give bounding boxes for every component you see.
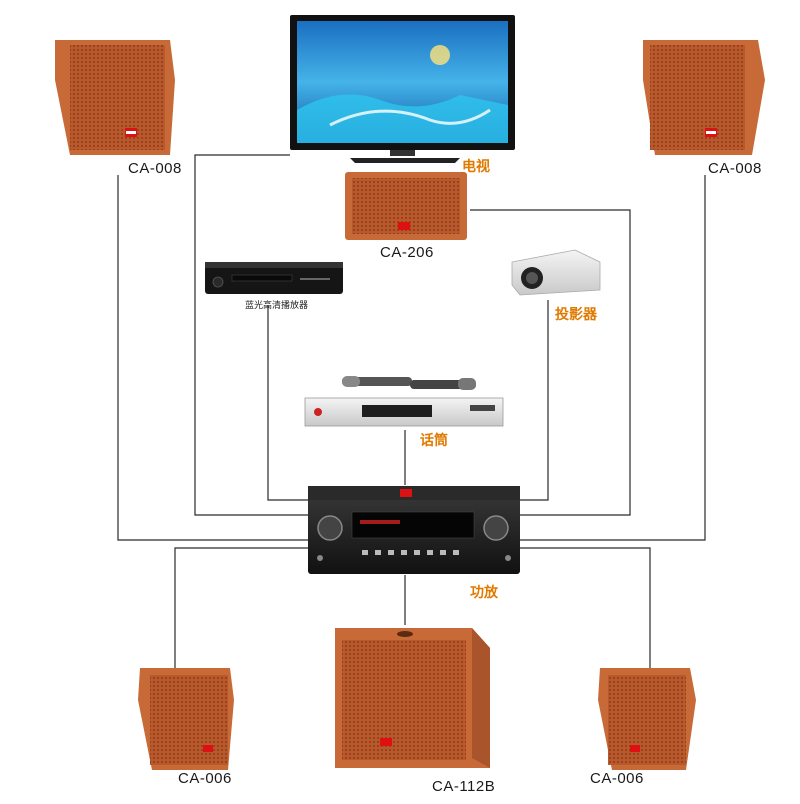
label-microphone: 话筒 bbox=[420, 433, 448, 449]
label-speaker-top-right: CA-008 bbox=[708, 160, 762, 177]
wire-top-right-speaker bbox=[518, 175, 706, 541]
speaker-ca006-right-icon bbox=[598, 668, 696, 770]
tv-icon bbox=[290, 15, 515, 163]
label-speaker-top-left: CA-008 bbox=[128, 160, 182, 177]
wire-bottom-left-speaker bbox=[174, 547, 310, 668]
amplifier-icon bbox=[308, 486, 520, 574]
label-projector: 投影器 bbox=[555, 307, 597, 323]
microphone-receiver-icon bbox=[304, 376, 504, 427]
label-tv: 电视 bbox=[462, 159, 490, 175]
wire-bluray bbox=[267, 305, 310, 501]
label-center-speaker: CA-206 bbox=[380, 244, 434, 261]
bluray-player-icon bbox=[205, 262, 343, 294]
wire-top-left-speaker bbox=[117, 175, 310, 541]
speaker-ca008-right-icon bbox=[643, 40, 765, 155]
speaker-ca006-left-icon bbox=[138, 668, 234, 770]
speaker-ca206-center-icon bbox=[345, 172, 467, 240]
wire-bottom-right-speaker bbox=[518, 547, 651, 668]
wire-tv bbox=[194, 154, 310, 516]
label-amplifier: 功放 bbox=[470, 585, 498, 601]
speaker-ca008-left-icon bbox=[55, 40, 175, 155]
label-bluray: 蓝光高清播放器 bbox=[245, 301, 309, 311]
label-subwoofer: CA-112B bbox=[432, 778, 496, 795]
wire-center-speaker bbox=[470, 209, 631, 516]
wiring bbox=[117, 154, 706, 668]
label-speaker-bottom-right: CA-006 bbox=[590, 770, 644, 787]
subwoofer-ca112b-icon bbox=[335, 628, 490, 768]
label-speaker-bottom-left: CA-006 bbox=[178, 770, 232, 787]
wire-projector bbox=[518, 300, 549, 501]
projector-icon bbox=[511, 249, 601, 296]
